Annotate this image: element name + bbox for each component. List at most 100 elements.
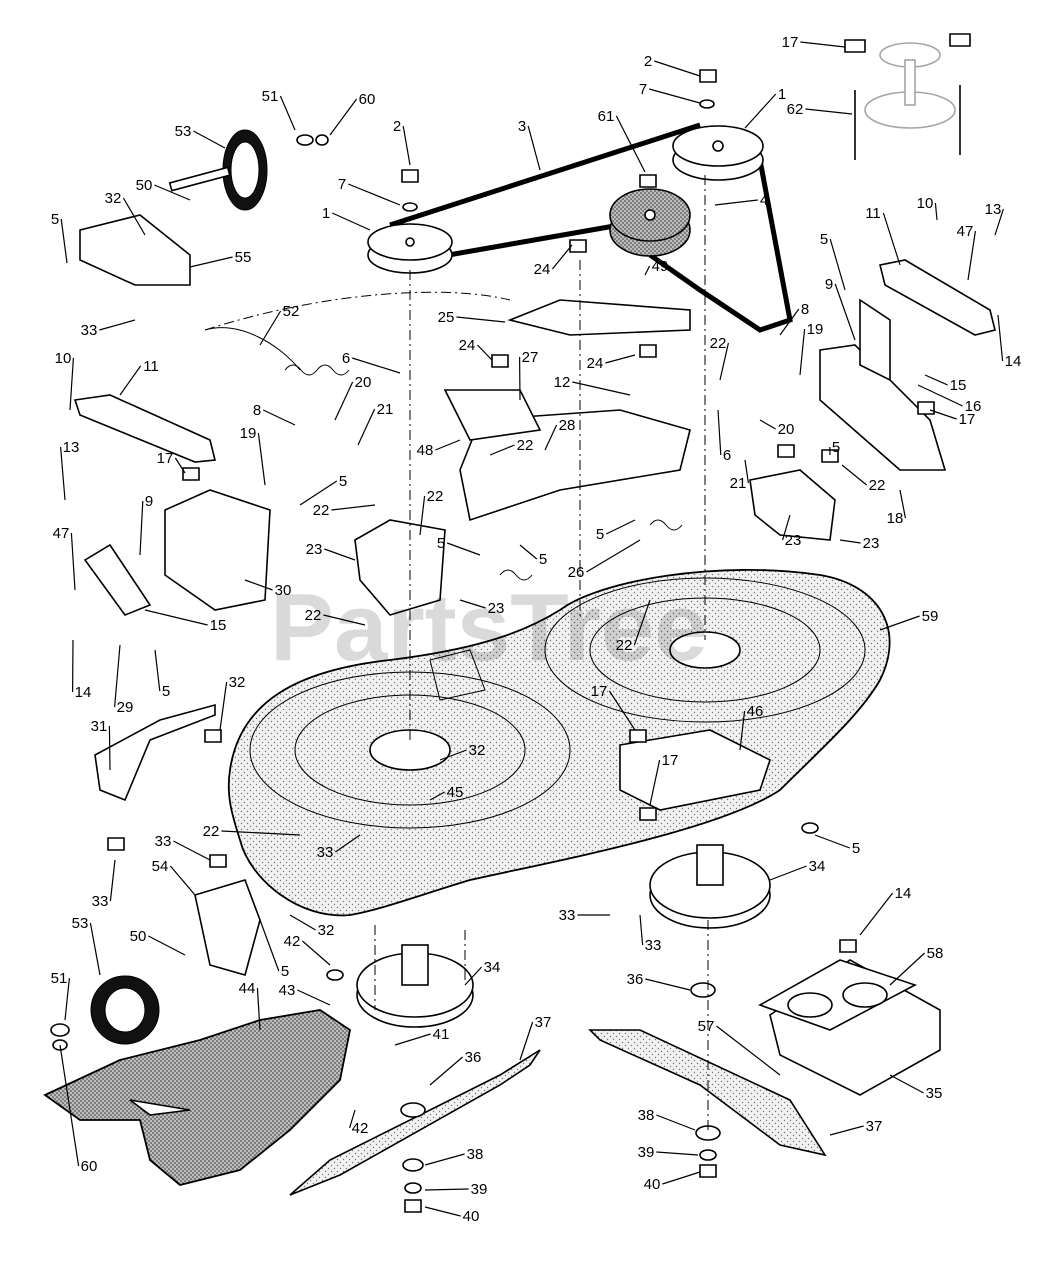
part-callout-label: 5 — [596, 526, 604, 543]
part-callout-label: 14 — [75, 684, 92, 701]
part-callout-label: 53 — [175, 123, 192, 140]
leader-line — [329, 98, 358, 136]
leader-line — [586, 539, 641, 573]
leader-line — [605, 354, 636, 364]
part-callout-label: 47 — [957, 223, 974, 240]
part-callout-label: 8 — [801, 301, 809, 318]
part-callout-label: 30 — [275, 582, 292, 599]
leader-line — [169, 865, 196, 896]
part-callout-label: 17 — [782, 34, 799, 51]
part-callout-label: 41 — [433, 1026, 450, 1043]
discharge-chute — [43, 1009, 352, 1186]
part-callout-label: 5 — [162, 683, 170, 700]
part-callout-label: 17 — [157, 450, 174, 467]
part-callout-label: 35 — [926, 1085, 943, 1102]
blade-right — [588, 1029, 827, 1157]
part-callout-label: 19 — [807, 321, 824, 338]
part-callout-label: 40 — [644, 1176, 661, 1193]
leader-line — [302, 940, 331, 966]
leader-line — [615, 115, 646, 173]
leader-line — [744, 93, 777, 129]
leader-line — [519, 1021, 534, 1061]
leader-line — [917, 384, 963, 407]
part-callout-label: 23 — [863, 535, 880, 552]
left-pulley — [367, 223, 453, 274]
leader-line — [716, 1025, 781, 1076]
leader-line — [889, 1074, 924, 1094]
part-callout-label: 46 — [747, 703, 764, 720]
gauge-wheel-bottom — [90, 879, 261, 1045]
leader-line — [331, 504, 376, 511]
leader-line — [805, 108, 853, 115]
part-callout-label: 3 — [518, 118, 526, 135]
part-callout-label: 20 — [778, 421, 795, 438]
leader-line — [331, 212, 371, 231]
part-callout-label: 58 — [927, 945, 944, 962]
part-callout-label: 33 — [317, 844, 334, 861]
part-callout-label: 14 — [1005, 353, 1022, 370]
part-callout-label: 40 — [463, 1208, 480, 1225]
part-callout-label: 7 — [338, 176, 346, 193]
part-callout-label: 15 — [210, 617, 227, 634]
leader-line — [154, 649, 161, 692]
leader-line — [649, 759, 661, 806]
part-callout-label: 50 — [130, 928, 147, 945]
leader-line — [334, 381, 354, 421]
idler-pulley — [609, 188, 691, 257]
part-callout-label: 13 — [63, 439, 80, 456]
leader-line — [435, 439, 461, 451]
leader-line — [839, 539, 861, 544]
leader-line — [608, 690, 636, 731]
leader-line — [662, 1171, 701, 1185]
leader-line — [419, 495, 426, 536]
part-callout-label: 33 — [92, 893, 109, 910]
leader-line — [551, 244, 573, 270]
leader-line — [834, 283, 856, 341]
leader-line — [324, 548, 356, 561]
part-callout-label: 18 — [887, 510, 904, 527]
leader-line — [879, 615, 920, 631]
part-callout-label: 5 — [820, 231, 828, 248]
leader-line — [424, 1153, 465, 1166]
watermark-text: PartsTree — [270, 574, 708, 681]
part-callout-label: 49 — [652, 258, 669, 275]
part-callout-label: 62 — [787, 101, 804, 118]
leader-line — [889, 952, 926, 986]
part-callout-label: 53 — [72, 915, 89, 932]
part-callout-label: 60 — [359, 91, 376, 108]
leader-line — [59, 1044, 80, 1167]
left-hanger-bracket — [164, 489, 271, 611]
leader-line — [262, 409, 296, 426]
part-callout-label: 33 — [155, 833, 172, 850]
part-callout-label: 21 — [730, 475, 747, 492]
leader-line — [967, 230, 976, 281]
part-callout-label: 1 — [322, 205, 330, 222]
part-callout-label: 22 — [313, 502, 330, 519]
part-callout-label: 22 — [203, 823, 220, 840]
leader-line — [221, 830, 301, 836]
leader-line — [544, 424, 558, 451]
springs-center — [499, 519, 683, 581]
part-callout-label: 5 — [339, 473, 347, 490]
part-callout-label: 32 — [229, 674, 246, 691]
leader-line — [446, 542, 481, 556]
left-arm-link — [83, 543, 152, 616]
leader-line — [649, 88, 701, 104]
leader-line — [173, 840, 211, 861]
part-callout-label: 52 — [283, 303, 300, 320]
part-callout-label: 17 — [959, 411, 976, 428]
part-callout-label: 47 — [53, 525, 70, 542]
idler-arm — [507, 299, 691, 336]
leader-line — [279, 95, 296, 131]
leader-line — [899, 489, 906, 519]
drive-belt — [389, 122, 793, 333]
part-callout-label: 55 — [235, 249, 252, 266]
part-callout-label: 31 — [91, 718, 108, 735]
part-callout-label: 51 — [51, 970, 68, 987]
part-callout-label: 5 — [832, 439, 840, 456]
leader-line — [934, 202, 938, 221]
leader-line — [335, 834, 361, 853]
part-callout-label: 20 — [355, 374, 372, 391]
leader-line — [352, 357, 401, 374]
